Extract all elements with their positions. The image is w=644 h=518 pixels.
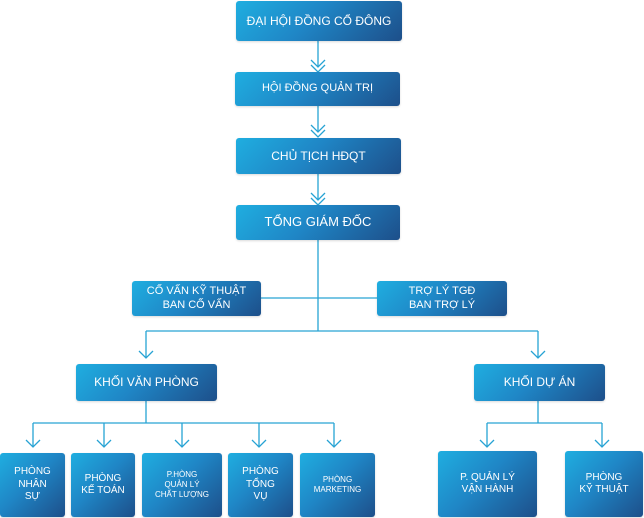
node-khoi-van-phong: KHỐI VĂN PHÒNG (76, 364, 217, 401)
node-khoi-du-an: KHỐI DỰ ÁN (474, 364, 605, 401)
node-phong-tong-vu: PHÒNG TỔNG VỤ (228, 453, 293, 517)
node-chu-tich-hdqt: CHỦ TỊCH HĐQT (236, 138, 401, 174)
node-hoi-dong-quan-tri: HỘI ĐỒNG QUẢN TRỊ (235, 72, 400, 106)
node-dai-hoi-dong-co-dong: ĐẠI HỘI ĐỒNG CỔ ĐÔNG (236, 1, 402, 41)
node-co-van-ky-thuat: CỐ VẤN KỸ THUẬT BAN CỐ VẤN (132, 281, 261, 316)
node-phong-quan-ly-chat-luong: P.HÒNG QUẢN LÝ CHẤT LƯỢNG (142, 453, 222, 517)
node-phong-nhan-su: PHÒNG NHÂN SỰ (0, 453, 65, 517)
node-tong-giam-doc: TỔNG GIÁM ĐỐC (236, 205, 400, 240)
node-phong-ky-thuat: PHÒNG KỸ THUẬT (565, 451, 643, 517)
node-phong-marketing: PHÒNG MARKETING (300, 453, 375, 517)
node-quan-ly-van-hanh: P. QUẢN LÝ VẬN HÀNH (438, 451, 537, 517)
node-tro-ly-tgd: TRỢ LÝ TGĐ BAN TRỢ LÝ (377, 281, 507, 316)
node-phong-ke-toan: PHÒNG KẾ TOÁN (71, 453, 135, 517)
